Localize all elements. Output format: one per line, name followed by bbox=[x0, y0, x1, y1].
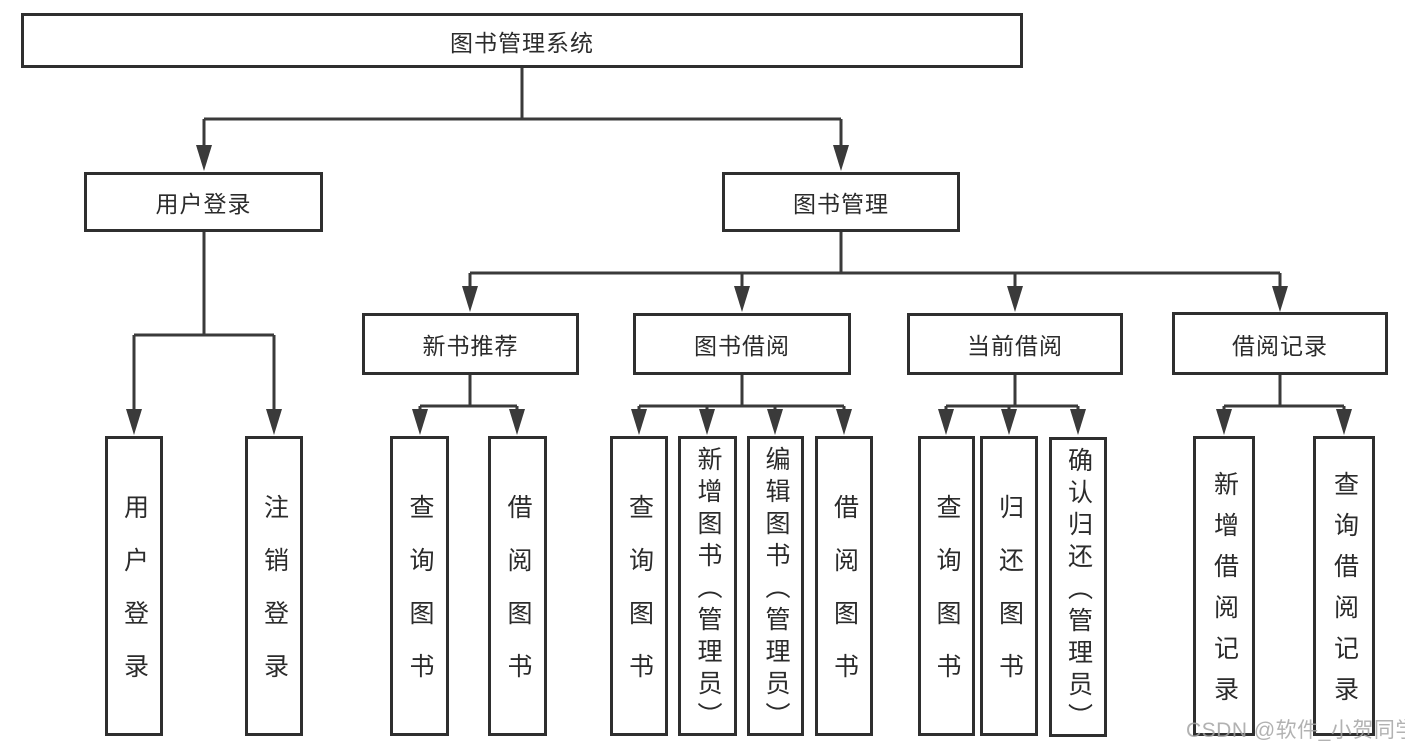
node-current-borrowing: 当前借阅 bbox=[907, 313, 1123, 375]
leaf-borrow-books-2: 借阅图书 bbox=[815, 436, 873, 736]
node-book-management-label: 图书管理 bbox=[793, 191, 889, 217]
leaf-logout: 注销登录 bbox=[245, 436, 303, 736]
node-new-book-recommend-label: 新书推荐 bbox=[422, 333, 519, 359]
connector-current-to-leaves bbox=[938, 375, 1086, 435]
leaf-add-borrow-record: 新增借阅记录 bbox=[1193, 436, 1255, 736]
leaf-query-books-3-label: 查询图书 bbox=[933, 494, 961, 706]
connector-borrowing-to-leaves bbox=[631, 375, 852, 435]
leaf-logout-label: 注销登录 bbox=[260, 494, 289, 706]
leaf-borrow-books-2-label: 借阅图书 bbox=[830, 494, 859, 706]
leaf-add-books-admin: 新增图书（管理员） bbox=[678, 436, 737, 736]
leaf-user-login: 用户登录 bbox=[105, 436, 163, 736]
leaf-borrow-books-1-label: 借阅图书 bbox=[504, 494, 532, 706]
node-user-login-label: 用户登录 bbox=[155, 191, 252, 217]
leaf-query-books-2-label: 查询图书 bbox=[625, 494, 654, 706]
leaf-user-login-label: 用户登录 bbox=[120, 494, 149, 706]
leaf-query-borrow-record-label: 查询借阅记录 bbox=[1330, 471, 1359, 717]
node-user-login: 用户登录 bbox=[84, 172, 323, 232]
node-root: 图书管理系统 bbox=[21, 13, 1023, 68]
connector-user-login-to-leaves bbox=[126, 232, 282, 435]
node-new-book-recommend: 新书推荐 bbox=[362, 313, 579, 375]
leaf-return-books-label: 归还图书 bbox=[995, 494, 1024, 706]
leaf-query-books-1: 查询图书 bbox=[390, 436, 449, 736]
connector-new-books-to-leaves bbox=[412, 375, 525, 435]
leaf-return-books: 归还图书 bbox=[980, 436, 1038, 736]
connector-book-mgmt-to-level3 bbox=[462, 232, 1288, 312]
node-book-management: 图书管理 bbox=[722, 172, 960, 232]
node-book-borrowing: 图书借阅 bbox=[633, 313, 851, 375]
leaf-query-books-3: 查询图书 bbox=[918, 436, 975, 736]
leaf-edit-books-admin: 编辑图书（管理员） bbox=[747, 436, 804, 736]
node-borrow-records-label: 借阅记录 bbox=[1232, 332, 1328, 359]
leaf-query-borrow-record: 查询借阅记录 bbox=[1313, 436, 1375, 736]
leaf-borrow-books-1: 借阅图书 bbox=[488, 436, 547, 736]
node-root-label: 图书管理系统 bbox=[450, 29, 594, 56]
leaf-query-books-2: 查询图书 bbox=[610, 436, 668, 736]
leaf-edit-books-admin-label: 编辑图书（管理员） bbox=[762, 445, 790, 734]
leaf-confirm-return-admin-label: 确认归还（管理员） bbox=[1064, 446, 1093, 735]
node-current-borrowing-label: 当前借阅 bbox=[967, 333, 1063, 359]
csdn-watermark: CSDN @软件_小贺同学 bbox=[1186, 719, 1405, 742]
leaf-query-books-1-label: 查询图书 bbox=[406, 494, 434, 706]
connector-records-to-leaves bbox=[1216, 375, 1352, 435]
leaf-add-books-admin-label: 新增图书（管理员） bbox=[694, 445, 722, 734]
node-borrow-records: 借阅记录 bbox=[1172, 312, 1388, 375]
leaf-confirm-return-admin: 确认归还（管理员） bbox=[1049, 437, 1107, 737]
connector-root-to-level2 bbox=[196, 68, 849, 171]
leaf-add-borrow-record-label: 新增借阅记录 bbox=[1210, 471, 1239, 717]
node-book-borrowing-label: 图书借阅 bbox=[694, 333, 790, 359]
